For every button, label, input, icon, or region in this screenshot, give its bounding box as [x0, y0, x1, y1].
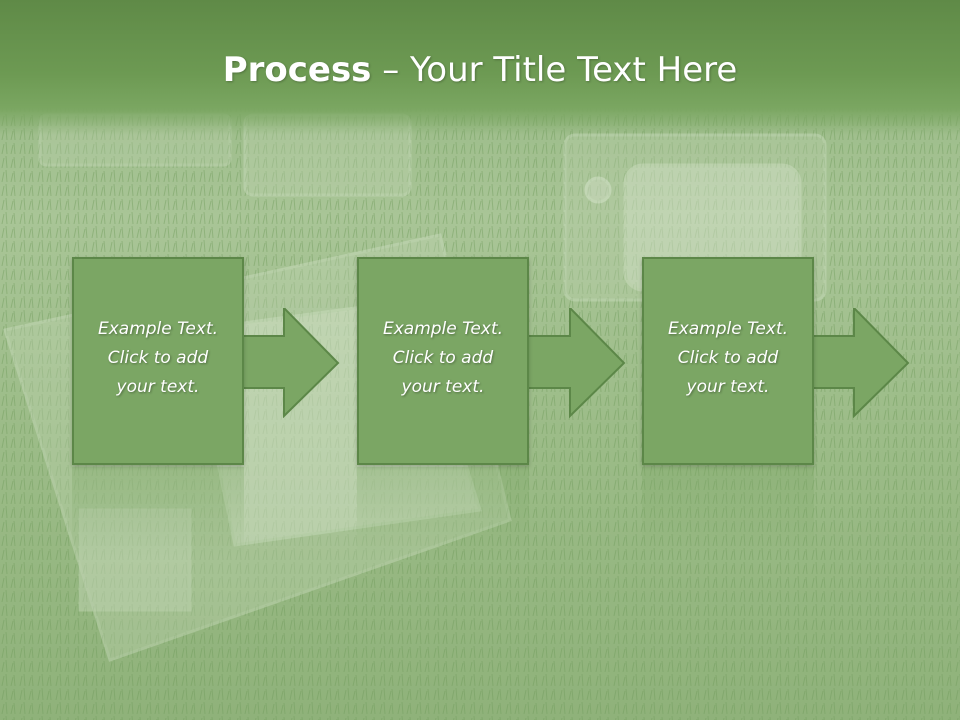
step-2-arrow — [526, 308, 626, 418]
title-bold: Process — [222, 50, 372, 90]
title-rest: – Your Title Text Here — [371, 50, 738, 90]
step-2-box[interactable]: Example Text. Click to add your text. — [357, 257, 529, 465]
slide-title[interactable]: Process – Your Title Text Here — [0, 50, 960, 90]
step-1-box[interactable]: Example Text. Click to add your text. — [72, 257, 244, 465]
step-3-arrow — [810, 308, 910, 418]
step-1-arrow — [240, 308, 340, 418]
step-2-text[interactable]: Example Text. Click to add your text. — [382, 319, 504, 397]
step-3-box[interactable]: Example Text. Click to add your text. — [642, 257, 814, 465]
title-band — [0, 0, 960, 135]
step-1-reflection — [72, 467, 244, 557]
step-3-reflection — [642, 467, 814, 557]
step-2-reflection — [357, 467, 529, 557]
step-1-text[interactable]: Example Text. Click to add your text. — [97, 319, 219, 397]
step-3-text[interactable]: Example Text. Click to add your text. — [667, 319, 789, 397]
